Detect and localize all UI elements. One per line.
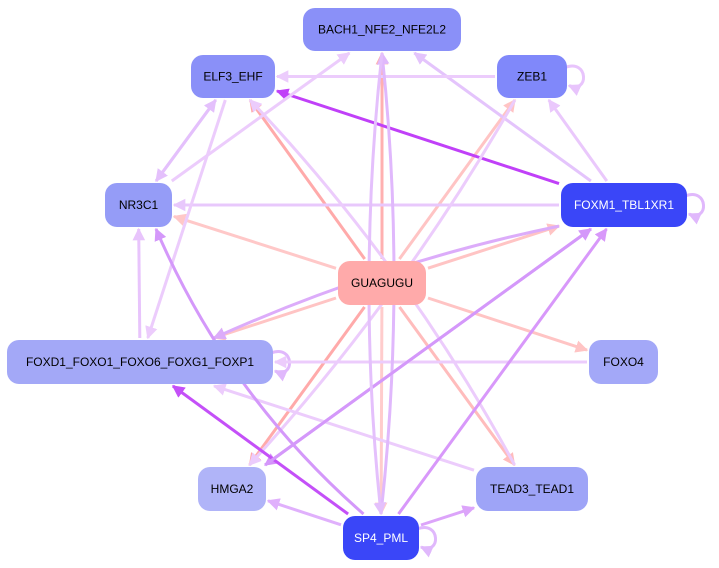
node-box [497, 55, 567, 98]
node-guagugu[interactable]: GUAGUGU [338, 261, 426, 305]
edge-guagugu-to-nr3c1 [172, 213, 337, 270]
edge-nr3c1-to-bach1_nfe2_nfe2l2 [170, 51, 351, 183]
edge-guagugu-to-foxd1_foxo1_foxo6_foxg1_foxp1 [212, 296, 337, 341]
node-foxo4[interactable]: FOXO4 [589, 340, 658, 384]
edge-foxm1_tbl1xr1-to-foxm1_tbl1xr1 [684, 193, 705, 225]
edge-elf3_ehf-to-foxd1_foxo1_foxo6_foxg1_foxp1 [145, 99, 227, 340]
node-box [105, 183, 172, 227]
edge-hmga2-to-foxm1_tbl1xr1 [264, 227, 592, 467]
node-label: GUAGUGU [351, 276, 413, 290]
edge-sp4_pml-to-sp4_pml [416, 526, 437, 558]
edge-guagugu-to-elf3_ehf [248, 98, 366, 260]
edge-sp4_pml-to-foxd1_foxo1_foxo6_foxg1_foxp1 [171, 384, 349, 516]
edge-guagugu-to-foxm1_tbl1xr1 [427, 223, 561, 270]
edges-layer [132, 51, 705, 558]
node-box [338, 261, 426, 305]
edge-foxm1_tbl1xr1-to-bach1_nfe2_nfe2l2 [413, 51, 592, 183]
edge-sp4_pml-to-hmga2 [266, 498, 342, 527]
node-foxd1-foxo1-foxo6-foxg1-foxp1[interactable]: FOXD1_FOXO1_FOXO6_FOXG1_FOXP1 [7, 340, 273, 384]
node-label: FOXD1_FOXO1_FOXO6_FOXG1_FOXP1 [26, 355, 254, 369]
node-foxm1-tbl1xr1[interactable]: FOXM1_TBL1XR1 [561, 183, 687, 227]
node-box [589, 340, 658, 384]
node-label: NR3C1 [119, 198, 159, 212]
edge-sp4_pml-to-foxm1_tbl1xr1 [397, 227, 608, 515]
node-bach1-nfe2-nfe2l2[interactable]: BACH1_NFE2_NFE2L2 [303, 8, 461, 51]
node-box [7, 340, 273, 384]
node-box [343, 516, 419, 560]
edge-guagugu-to-tead3_tead1 [398, 306, 516, 467]
node-label: SP4_PML [354, 531, 408, 545]
node-tead3-tead1[interactable]: TEAD3_TEAD1 [476, 467, 588, 511]
edge-foxd1_foxo1_foxo6_foxg1_foxp1-to-nr3c1 [132, 227, 146, 339]
edge-guagugu-to-zeb1 [398, 98, 517, 260]
node-sp4-pml[interactable]: SP4_PML [343, 516, 419, 560]
node-label: BACH1_NFE2_NFE2L2 [318, 23, 446, 37]
node-box [561, 183, 687, 227]
edge-guagugu-to-hmga2 [248, 306, 366, 467]
node-label: HMGA2 [211, 482, 254, 496]
node-zeb1[interactable]: ZEB1 [497, 55, 567, 98]
edge-guagugu-to-sp4_pml [374, 306, 388, 516]
node-nr3c1[interactable]: NR3C1 [105, 183, 172, 227]
node-box [303, 8, 461, 51]
node-elf3-ehf[interactable]: ELF3_EHF [191, 55, 275, 98]
node-label: FOXM1_TBL1XR1 [574, 198, 674, 212]
node-label: FOXO4 [603, 355, 644, 369]
node-hmga2[interactable]: HMGA2 [198, 467, 266, 511]
edge-zeb1-to-zeb1 [564, 64, 585, 96]
edge-foxm1_tbl1xr1-to-elf3_ehf [275, 88, 560, 186]
node-box [198, 467, 266, 511]
edge-foxm1_tbl1xr1-to-zeb1 [547, 98, 609, 182]
node-label: ZEB1 [517, 70, 547, 84]
node-box [476, 467, 588, 511]
node-box [191, 55, 275, 98]
edge-sp4_pml-to-tead3_tead1 [420, 505, 476, 527]
edge-guagugu-to-foxo4 [427, 296, 589, 353]
edge-nr3c1-to-elf3_ehf [154, 98, 217, 182]
node-label: ELF3_EHF [203, 70, 262, 84]
node-label: TEAD3_TEAD1 [490, 482, 574, 496]
